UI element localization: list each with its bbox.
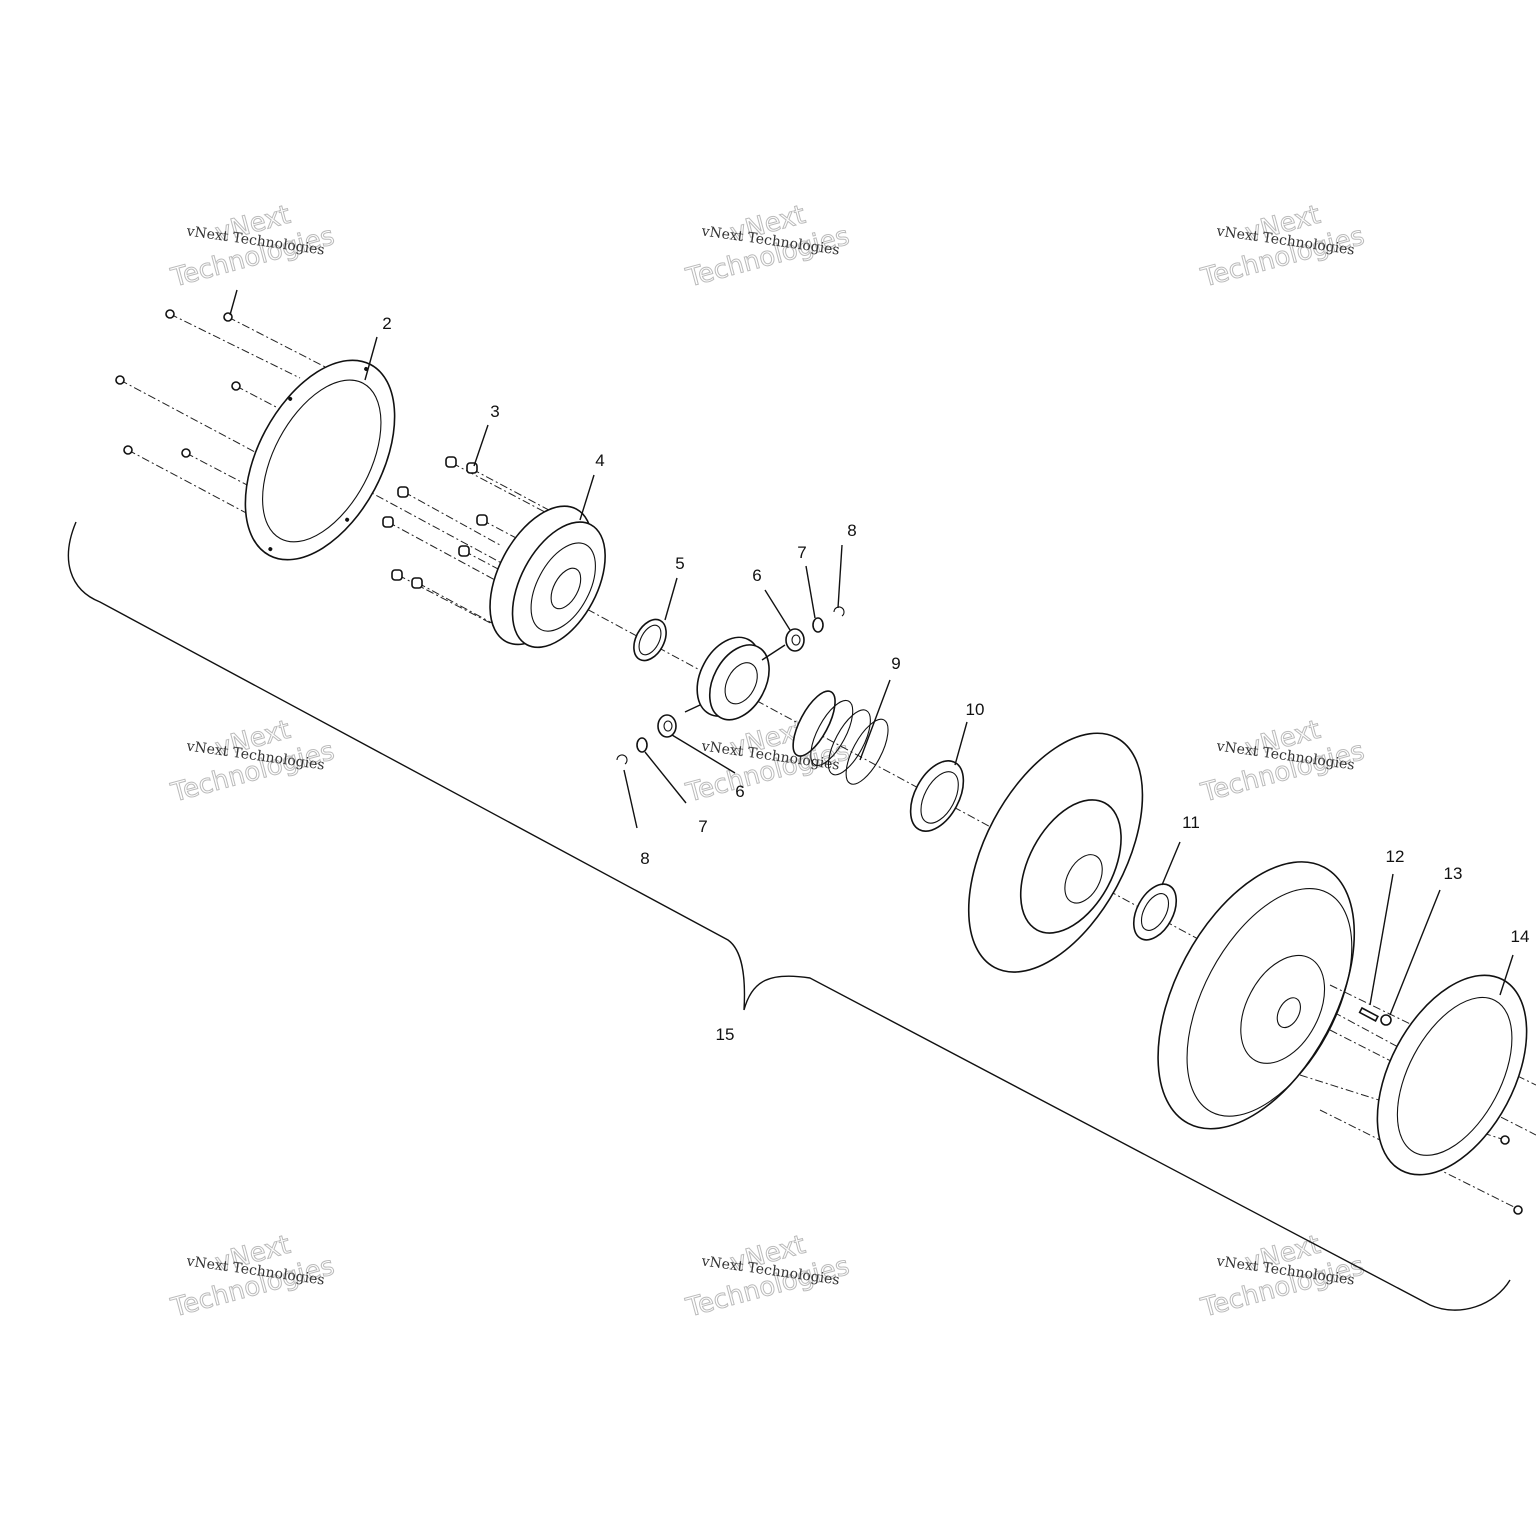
callout-12: 12 [1386,847,1405,866]
callout-15: 15 [716,1025,735,1044]
spider-hub [696,636,770,721]
callout-4: 4 [595,451,604,470]
screws-item-3 [382,456,488,589]
callout-labels: 2 3 4 5 6 7 8 9 10 6 7 8 11 12 13 14 15 [382,314,1529,1044]
washer-item-7-upper [812,617,824,633]
cover-plate-item-2 [244,359,396,561]
callout-6-upper: 6 [752,566,761,585]
callout-2: 2 [382,314,391,333]
ring-item-5 [633,618,667,662]
washer-item-7-lower [636,737,648,753]
roller-item-6-upper [785,628,805,652]
moveable-sheave [967,732,1144,973]
callout-7-lower: 7 [698,817,707,836]
driven-clutch-cover [1157,861,1356,1130]
callout-7-upper: 7 [797,543,806,562]
callout-9: 9 [891,654,900,673]
clip-item-8-lower [616,754,628,765]
callout-11: 11 [1182,813,1200,832]
plate-item-14 [1376,974,1528,1176]
bolts-group-left [115,309,241,458]
bushing-item-10 [909,760,965,832]
callout-5: 5 [675,554,684,573]
clip-item-8-upper [833,606,845,617]
roller-item-6-lower [657,714,677,738]
washer-item-11 [1132,883,1178,941]
callout-3: 3 [490,402,499,421]
bolt-right-upper [1500,1135,1510,1145]
spring-item-9 [792,690,889,785]
callout-leaders [229,289,1514,1016]
callout-14: 14 [1511,927,1530,946]
callout-6-lower: 6 [735,782,744,801]
assembly-bracket-item-15 [67,521,1511,1311]
nut-item-13 [1380,1014,1392,1026]
bolt-right-lower [1513,1205,1523,1215]
callout-8-upper: 8 [847,521,856,540]
callout-10: 10 [966,700,985,719]
callout-8-lower: 8 [640,849,649,868]
pin-item-12 [1358,1006,1379,1022]
callout-13: 13 [1444,864,1463,883]
spider-housing-item-4 [489,505,606,649]
